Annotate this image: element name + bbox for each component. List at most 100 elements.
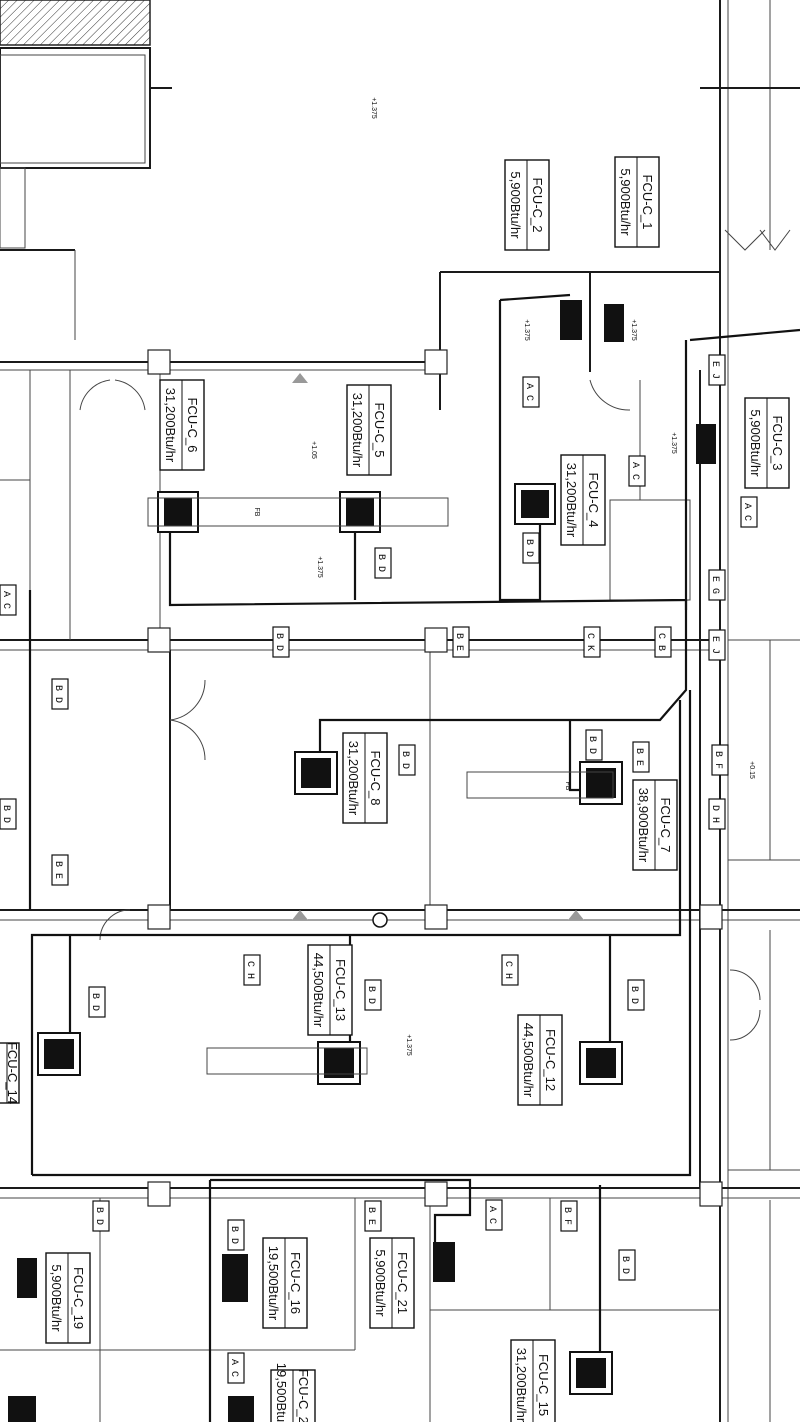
fcu-label: FCU-C_25,900Btu/hr [504,159,550,251]
fcu-label: FCU-C_215,900Btu/hr [369,1237,415,1329]
wall-unit [228,1396,254,1422]
fcu-label: FCU-C_531,200Btu/hr [346,384,392,476]
fcu-label: FCU-C_15 31,200Btu/hr [510,1339,556,1422]
fcu-capacity: 19,500Btu/hr [266,1246,281,1321]
fcu-label: FCU-C_4 31,200Btu/hr [560,454,606,546]
svg-text:B D: B D [273,633,284,651]
fcu-capacity: 5,900Btu/hr [49,1264,64,1332]
cassette-units [8,300,716,1422]
cassette-unit [514,483,556,525]
wall-unit [8,1396,36,1422]
pipe-tag: C B [654,626,672,658]
pipe-tags: A C A C A C A C A C A C B D B D B D B D B D B D B D B… [0,354,758,1384]
svg-text:B D: B D [619,1256,630,1274]
fcu-capacity: 31,200Btu/hr [163,388,178,463]
svg-text:C H: C H [502,961,513,979]
svg-text:C K: C K [584,633,595,651]
fcu-tag: FCU-C_21 [395,1252,410,1314]
svg-text:B D: B D [523,539,534,557]
svg-text:C B: C B [655,633,666,651]
pipe-tag: B F [711,744,729,776]
pipe-tag: E G [708,569,726,601]
wall-unit [696,424,716,464]
svg-text:B D: B D [52,685,63,703]
svg-text:B E: B E [453,633,464,651]
svg-text:B D: B D [89,993,100,1011]
svg-text:B E: B E [365,1207,376,1225]
pipe-tag: E J [708,629,726,661]
fcu-tag: FCU-C_15 [536,1354,551,1416]
pipe-tag: B E [632,741,650,773]
cassette-unit [569,1351,613,1395]
pipe-tag: B E [364,1200,382,1232]
pipe-tag: B D [272,626,290,658]
pipe-tag: B D [522,532,540,564]
pipe-tag: D H [708,798,726,830]
cassette-unit [157,491,199,533]
fcu-tag: FCU-C_4 [586,473,601,528]
fcu-label: FCU-C_13 44,500Btu/hr [307,944,353,1036]
pipe-tag: B D [51,678,69,710]
pipe-tag: B D [585,729,603,761]
cassette-unit [37,1032,81,1076]
svg-text:B F: B F [561,1207,572,1225]
pipe-tag: C H [243,954,261,986]
fcu-tag: FCU-C_20 [296,1369,311,1422]
fcu-label: FCU-C_19 5,900Btu/hr [45,1252,91,1344]
pipe-tag: B D [92,1200,110,1232]
pipe-tag: B D [227,1219,245,1251]
room-level-label: +1.375 [405,1034,412,1056]
wall-unit [17,1258,37,1298]
svg-text:A C: A C [486,1206,497,1224]
fcu-capacity: 31,200Btu/hr [514,1348,529,1422]
svg-text:A C: A C [629,462,640,480]
svg-text:A C: A C [228,1359,239,1377]
svg-text:B E: B E [633,748,644,766]
pipe-tag: C K [583,626,601,658]
fcu-capacity: 38,900Btu/hr [636,788,651,863]
svg-text:E J: E J [709,361,720,379]
pipe-tag: B D [627,979,645,1011]
svg-text:B D: B D [365,986,376,1004]
fcu-capacity: 31,200Btu/hr [564,463,579,538]
doors [79,229,791,1041]
fcu-capacity: 44,500Btu/hr [521,1023,536,1098]
wall-unit [222,1254,248,1302]
pipe-tag: E J [708,354,726,386]
piping [28,293,800,1422]
fcu-capacity: 19,500Btu/hr [274,1363,289,1422]
svg-text:B D: B D [586,736,597,754]
cassette-unit [317,1041,361,1085]
svg-text:A C: A C [741,503,752,521]
wall-unit [433,1242,455,1282]
fcu-tag: FCU-C_14 [5,1042,20,1104]
fcu-capacity: 5,900Btu/hr [508,171,523,239]
svg-text:B D: B D [93,1207,104,1225]
fcu-tag: FCU-C_12 [543,1029,558,1091]
fcu-tag: FCU-C_19 [71,1267,86,1329]
pipe-tag: B D [618,1249,636,1281]
svg-text:C H: C H [244,961,255,979]
pipe-tag: A C [522,376,540,408]
wall-unit [560,300,582,340]
cassette-unit [294,751,338,795]
fcu-tag: FCU-C_13 [333,959,348,1021]
pipe-tag: A C [628,455,646,487]
fcu-capacity: 5,900Btu/hr [618,168,633,236]
level-markers [292,373,584,920]
fcu-capacity: 31,200Btu/hr [346,741,361,816]
svg-text:E J: E J [709,636,720,654]
svg-text:B E: B E [52,861,63,879]
svg-text:B F: B F [712,751,723,769]
room-level-label: +1.375 [523,319,530,341]
room-level-label: +1.375 [316,556,323,578]
pipe-tag: A C [0,584,17,616]
beam-boxes [147,497,614,1075]
cassette-unit [579,1041,623,1085]
hatched-structure [0,0,172,249]
fcu-capacity: 44,500Btu/hr [311,953,326,1028]
svg-text:A C: A C [523,383,534,401]
columns [147,349,723,1207]
